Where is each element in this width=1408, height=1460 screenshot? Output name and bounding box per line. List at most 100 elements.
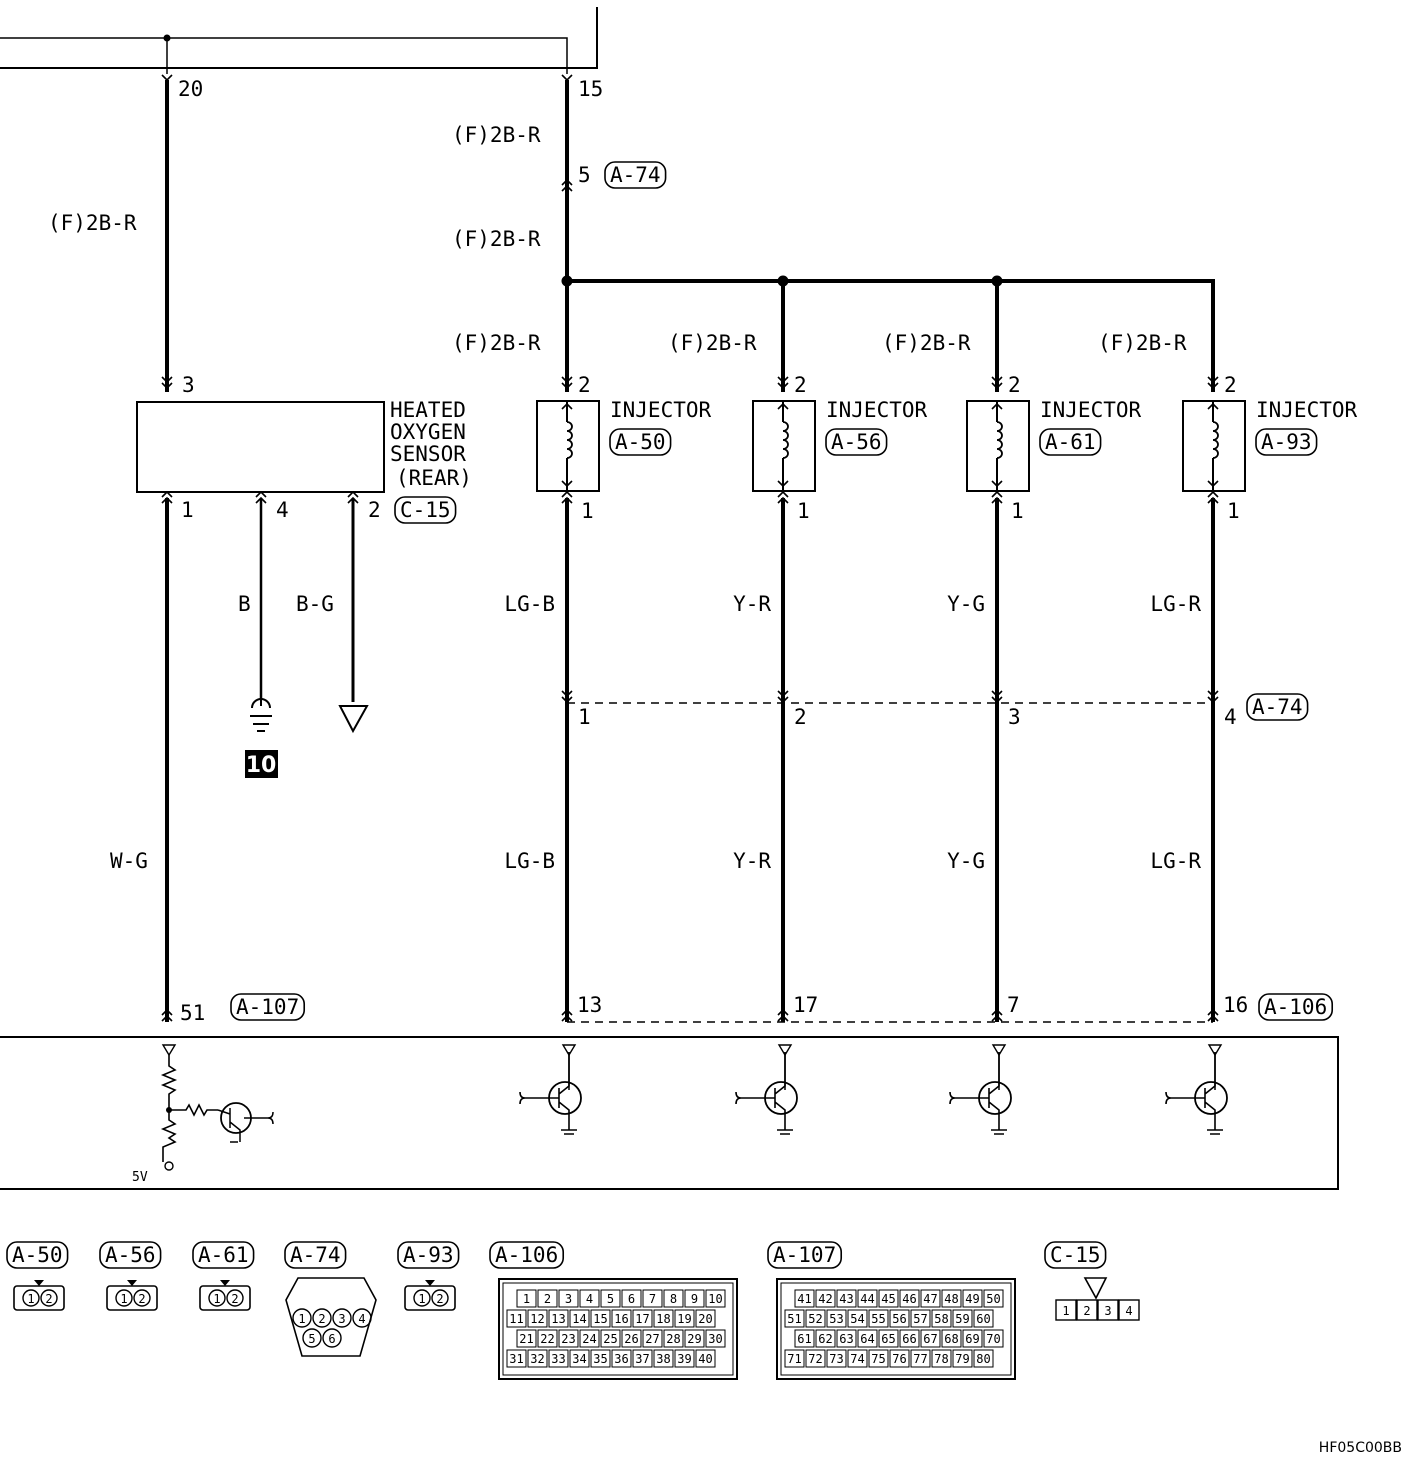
a107-view-pin [983,1289,1004,1308]
a107-view-pin [910,1309,931,1328]
a107-view-pin-label: 70 [986,1332,1000,1346]
a107-view-pin-label: 72 [808,1352,822,1366]
a106-view-pin [632,1349,653,1368]
a106-view-pin-label: 25 [603,1332,617,1346]
a106-view-pin-label: 22 [540,1332,554,1346]
connector-arrow-icon [777,490,789,498]
a50-view-pin-label: 1 [27,1292,34,1306]
a107-view-pin-label: 47 [923,1292,937,1306]
a106-view-pin-label: 17 [635,1312,649,1326]
a107-view-pin-label: 74 [850,1352,864,1366]
transistor-leads [519,1052,570,1130]
a106-connector-tag-outline [1258,993,1334,1021]
a50-view-pin [40,1289,58,1307]
a107-view-pin [868,1349,889,1368]
injector-1-wire-label: LG-B [504,592,555,616]
a74-view-pin-label: 3 [338,1312,345,1326]
a107-view-pin-label: 59 [955,1312,969,1326]
ground-number-badge [245,750,278,778]
a107-view-pin-label: 56 [892,1312,906,1326]
a106-view-pin-label: 7 [649,1292,656,1306]
wire-label-2br: (F)2B-R [452,227,541,251]
a74-view-tag: A-74 [290,1243,341,1267]
sensor-label-line-2: OXYGEN [390,420,466,444]
transistor-leads [1165,1052,1216,1130]
connector-arrow-icon [991,490,1003,498]
a107-view-pin-label: 68 [944,1332,958,1346]
ecu-terminal-icon [1207,1044,1223,1057]
a107-view-pin-label: 60 [976,1312,990,1326]
a106-view-pin [590,1309,611,1328]
a106-view-pin [674,1309,695,1328]
a107-view-pin-label: 62 [818,1332,832,1346]
top-pin-20: 20 [178,77,203,101]
c15-view-pin-label: 4 [1125,1304,1132,1318]
a61-view-key-icon [220,1280,230,1286]
wire-label-2br: (F)2B-R [452,331,541,355]
a107-connector-tag: A-107 [236,995,299,1019]
connector-arrow-icon [991,402,1003,410]
a107-view-pin [836,1289,857,1308]
a106-view-pin [527,1309,548,1328]
a107-view-pin [847,1349,868,1368]
a74-view-tag-outline [284,1241,347,1269]
a107-view-pin-label: 51 [787,1312,801,1326]
a107-view-pin-label: 65 [881,1332,895,1346]
a106-view-pin-label: 19 [677,1312,691,1326]
a106-view-pin [527,1349,548,1368]
connector-arrow-icon [777,696,789,704]
a107-view-pin-label: 71 [787,1352,801,1366]
a106-view-pin [695,1349,716,1368]
a106-view-pin [506,1309,527,1328]
a106-view-pin [674,1349,695,1368]
a107-view-pin [784,1309,805,1328]
a106-view-pin-label: 40 [698,1352,712,1366]
a107-view-pin-label: 52 [808,1312,822,1326]
connector-arrow-icon [991,480,1003,488]
a106-view-pin [506,1349,527,1368]
a107-view-pin-label: 64 [860,1332,874,1346]
a74-view-pin-label: 4 [358,1312,365,1326]
a106-view-pin-label: 18 [656,1312,670,1326]
a107-view-tag-outline [767,1241,843,1269]
injector-coil-icon [566,421,573,459]
a107-view-pin-label: 41 [797,1292,811,1306]
a106-view-pin [516,1289,537,1308]
c15-view-key [1083,1277,1108,1300]
a106-view-pin [705,1329,726,1348]
a106-view-pin-label: 3 [565,1292,572,1306]
a106-view-pin [632,1309,653,1328]
a107-view-pin [973,1309,994,1328]
connector-arrow-icon [347,490,359,498]
wire-label-bg: B-G [296,592,334,616]
a106-view-pin-label: 20 [698,1312,712,1326]
a56-view-key-icon [127,1280,137,1286]
connector-arrow-icon [777,1014,789,1022]
injector-3-a74-pin: 3 [1008,705,1021,729]
a107-view-pin-label: 57 [913,1312,927,1326]
connector-arrow-icon [777,402,789,410]
a106-view-pin [558,1329,579,1348]
a107-view-pin-label: 43 [839,1292,853,1306]
a107-view-pin-label: 50 [986,1292,1000,1306]
a106-view-pin [548,1309,569,1328]
ground-icon [777,1129,793,1135]
a107-view-pin [941,1329,962,1348]
connector-arrow-icon [161,496,173,504]
a106-view-pin-label: 23 [561,1332,575,1346]
ground-icon [561,1129,577,1135]
sensor-pin-4: 4 [276,498,289,522]
connector-arrow-icon [561,178,573,186]
a106-view-pin-label: 27 [645,1332,659,1346]
injector-4-pin-bottom: 1 [1227,499,1240,523]
connector-arrow-icon [991,1014,1003,1022]
injector-3-connector-tag: A-61 [1045,430,1096,454]
connector-arrow-icon [1207,1008,1219,1016]
a74-view-pin [332,1308,352,1328]
a74-view-pin [302,1328,322,1348]
text-layer: 20 15 (F)2B-R 5 (F)2B-R (F)2B-R (F)2B-R … [48,77,1402,1456]
a93-view-pin [431,1289,449,1307]
connector-arrow-icon [777,496,789,504]
a106-view-pin [569,1309,590,1328]
a50-view-pin-label: 2 [45,1292,52,1306]
